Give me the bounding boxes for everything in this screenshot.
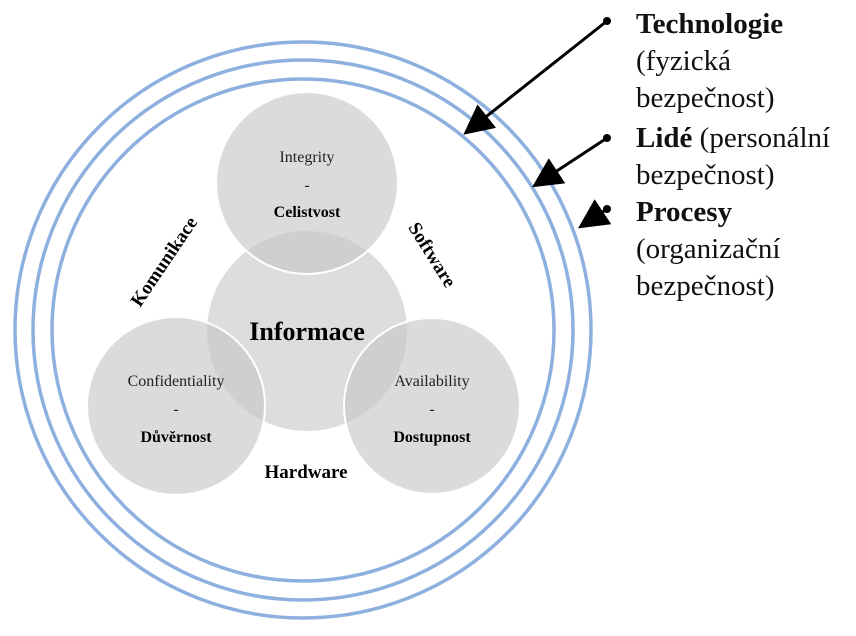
confidentiality-circle <box>86 316 266 496</box>
availability-circle <box>343 317 521 495</box>
komunikace-label: Komunikace <box>127 213 202 311</box>
middle-ring-lide <box>31 58 575 602</box>
confidentiality-cs-label: Důvěrnost <box>140 429 212 446</box>
technologie-title: Technologie <box>636 8 784 40</box>
procesy-title: Procesy <box>636 196 733 228</box>
informace-label: Informace <box>249 317 365 346</box>
lide-rest: (personální <box>692 122 831 154</box>
integrity-dash: - <box>304 177 309 194</box>
legend-lide: Lidé (personální bezpečnost) <box>636 120 830 194</box>
availability-en-label: Availability <box>394 373 469 390</box>
lide-arrow <box>531 136 608 188</box>
integrity-en-label: Integrity <box>279 149 334 166</box>
integrity-cs-label: Celistvost <box>274 204 341 221</box>
confidentiality-dash: - <box>173 401 178 418</box>
lide-line2: bezpečnost) <box>636 159 775 191</box>
legend-technologie: Technologie (fyzická bezpečnost) <box>636 6 783 117</box>
lide-title: Lidé <box>636 122 693 154</box>
procesy-line2: bezpečnost) <box>636 270 775 302</box>
confidentiality-en-label: Confidentiality <box>128 373 225 390</box>
technologie-line2: bezpečnost) <box>636 82 775 114</box>
outer-ring-procesy <box>13 40 593 620</box>
technologie-line1: (fyzická <box>636 45 731 77</box>
integrity-circle <box>215 91 399 275</box>
legend-procesy: Procesy (organizační bezpečnost) <box>636 194 780 305</box>
software-label: Software <box>404 219 460 292</box>
hardware-label: Hardware <box>264 462 347 483</box>
availability-dash: - <box>429 401 434 418</box>
procesy-line1: (organizační <box>636 233 781 265</box>
procesy-arrow <box>578 199 612 229</box>
availability-cs-label: Dostupnost <box>393 429 471 446</box>
technologie-arrow <box>463 19 608 135</box>
inner-ring-technologie <box>50 77 556 583</box>
